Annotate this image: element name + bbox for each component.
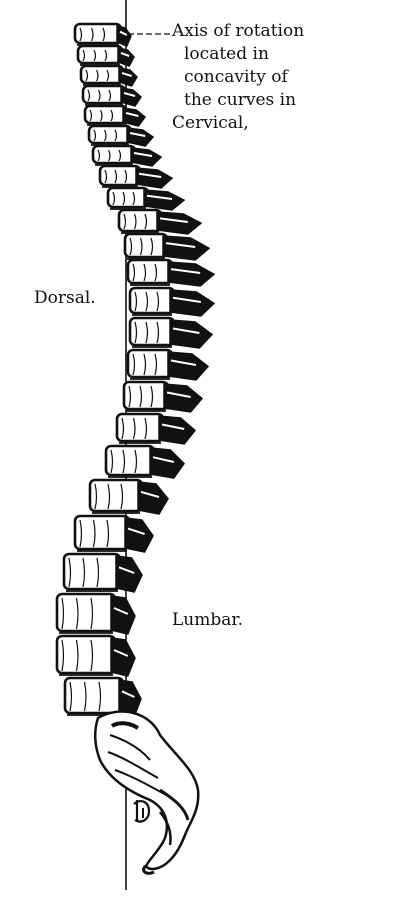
annotation-line: Cervical, bbox=[172, 113, 249, 133]
vertebra bbox=[73, 22, 132, 47]
vertebra bbox=[91, 144, 163, 167]
vertebra bbox=[117, 208, 203, 235]
artist-monogram-icon bbox=[133, 800, 151, 823]
vertebra bbox=[98, 164, 174, 189]
vertebra bbox=[88, 478, 169, 515]
vertebra bbox=[123, 232, 211, 261]
vertebra bbox=[79, 64, 138, 87]
dorsal-region-label: Dorsal. bbox=[34, 288, 96, 308]
vertebra bbox=[76, 44, 135, 67]
vertebra bbox=[128, 286, 216, 317]
vertebra bbox=[81, 84, 142, 107]
vertebra bbox=[62, 552, 143, 593]
vertebra bbox=[73, 514, 154, 553]
annotation-line: concavity of bbox=[184, 67, 288, 87]
sacrum bbox=[94, 710, 200, 875]
vertebra bbox=[63, 676, 142, 717]
axis-of-rotation-annotation: Axis of rotation located in concavity of… bbox=[172, 20, 304, 135]
vertebral-column bbox=[55, 22, 216, 717]
vertebra bbox=[87, 124, 155, 147]
annotation-line: the curves in bbox=[184, 90, 297, 110]
annotation-line: located in bbox=[184, 44, 269, 64]
vertebra bbox=[122, 380, 204, 413]
vertebra bbox=[83, 104, 147, 127]
vertebra bbox=[126, 258, 216, 287]
vertebra bbox=[128, 316, 214, 349]
lumbar-region-label: Lumbar. bbox=[172, 610, 244, 630]
vertebra bbox=[106, 186, 186, 211]
vertebra bbox=[104, 444, 185, 479]
annotation-line: Axis of rotation bbox=[172, 21, 305, 41]
vertebra bbox=[126, 348, 210, 381]
vertebra bbox=[55, 592, 136, 635]
vertebra bbox=[55, 634, 136, 677]
vertebra bbox=[115, 412, 197, 445]
